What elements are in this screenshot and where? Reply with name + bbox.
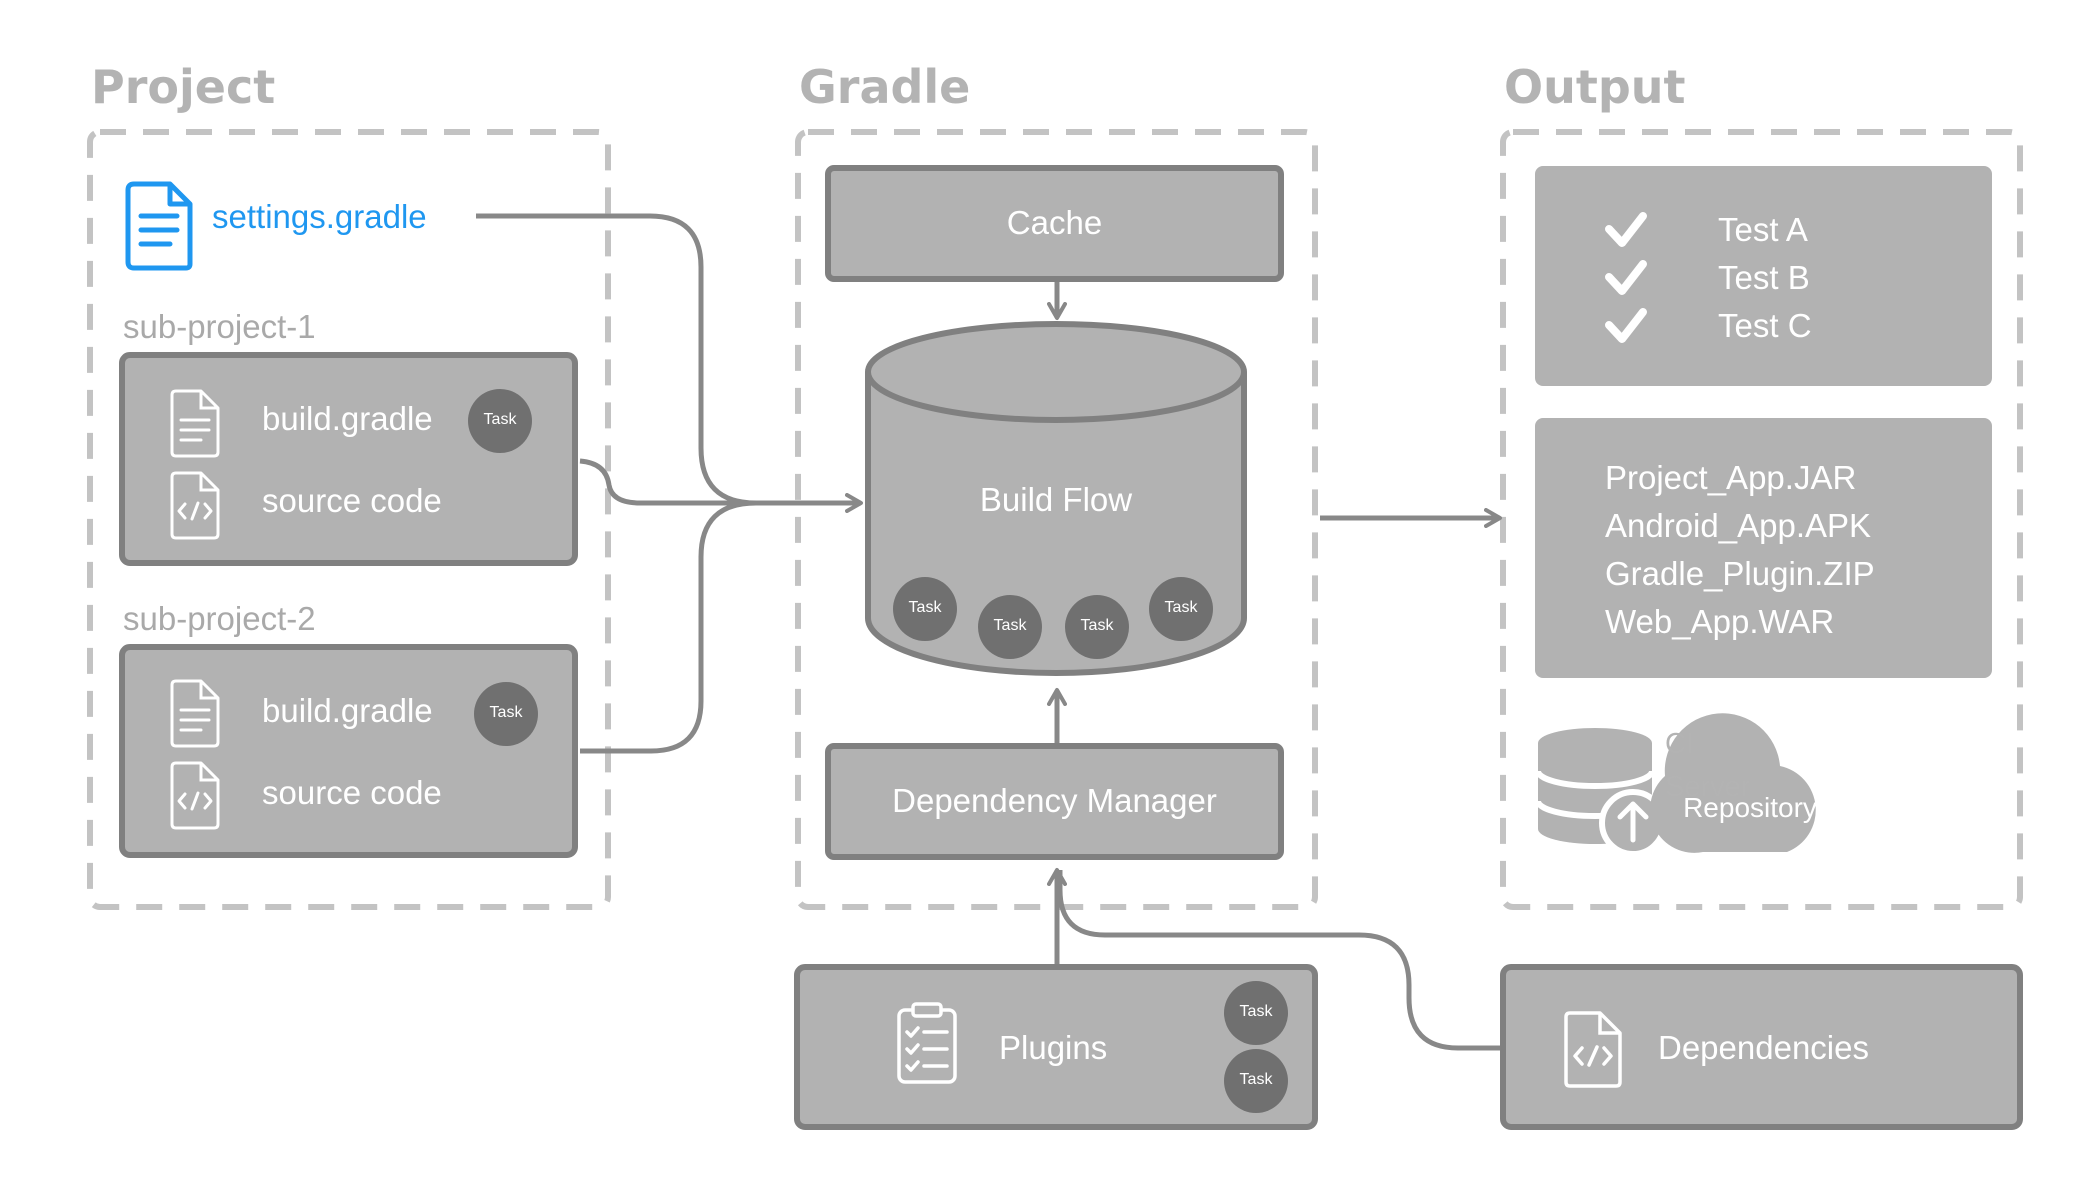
ci-line: CI bbox=[1665, 728, 1694, 760]
artifact-item: Project_App.JAR bbox=[1605, 459, 1857, 496]
task-badge bbox=[1224, 1049, 1288, 1113]
output-container bbox=[1500, 129, 2023, 910]
document-icon bbox=[125, 181, 193, 271]
code-file-icon bbox=[170, 761, 220, 830]
ci-line: Server bbox=[1665, 771, 1751, 803]
task-badge bbox=[1149, 577, 1213, 641]
task-label: Task bbox=[1080, 617, 1114, 634]
file-icon bbox=[170, 389, 220, 458]
check-icon bbox=[1605, 212, 1647, 247]
dependencies-box bbox=[1500, 964, 2023, 1130]
task-label: Task bbox=[1239, 1071, 1273, 1088]
gradle-container bbox=[795, 129, 1318, 910]
gradle-title: Gradle bbox=[799, 60, 971, 114]
task-badge bbox=[1065, 595, 1129, 659]
build-flow-label: Build Flow bbox=[979, 481, 1133, 518]
source-code-label: source code bbox=[262, 774, 442, 811]
artifact-item: Android_App.APK bbox=[1605, 507, 1872, 544]
tests-box bbox=[1535, 166, 1992, 386]
settings-connector bbox=[476, 213, 757, 506]
artifact-item: Gradle_Plugin.ZIP bbox=[1605, 555, 1875, 592]
build-gradle-label: build.gradle bbox=[262, 692, 433, 729]
dependency-manager-box bbox=[825, 743, 1284, 860]
cache-label: Cache bbox=[1006, 204, 1103, 241]
clipboard-checklist-icon bbox=[897, 1002, 957, 1084]
build-flow-database bbox=[865, 321, 1247, 676]
artifacts-box bbox=[1535, 418, 1992, 678]
subproject2-connector bbox=[580, 500, 757, 754]
output-title: Output bbox=[1504, 60, 1686, 114]
repository-label: Repository bbox=[1683, 792, 1817, 823]
task-badge bbox=[893, 577, 957, 641]
test-item: Test A bbox=[1718, 211, 1808, 248]
artifact-item: Web_App.WAR bbox=[1605, 603, 1835, 640]
source-code-label: source code bbox=[262, 482, 442, 519]
settings-gradle-label: settings.gradle bbox=[212, 198, 427, 235]
task-label: Task bbox=[1239, 1003, 1273, 1020]
artifact-list: Project_App.JAR Android_App.APK Gradle_P… bbox=[1605, 454, 1875, 646]
check-icon bbox=[1605, 308, 1647, 343]
sub-project-1-title: sub-project-1 bbox=[123, 308, 316, 345]
dependencies-label: Dependencies bbox=[1658, 1029, 1869, 1066]
dependencies-connector bbox=[1057, 870, 1501, 1051]
file-icon bbox=[170, 679, 220, 748]
sub-project-2-title: sub-project-2 bbox=[123, 600, 316, 637]
build-gradle-label: build.gradle bbox=[262, 400, 433, 437]
subproject1-connector bbox=[579, 458, 641, 506]
task-badge bbox=[474, 682, 538, 746]
project-container bbox=[87, 129, 611, 910]
cache-box bbox=[825, 165, 1284, 282]
ci-server-icon bbox=[1535, 728, 1667, 857]
task-badge bbox=[468, 389, 532, 453]
check-icon bbox=[1605, 260, 1647, 295]
task-label: Task bbox=[993, 617, 1027, 634]
task-badge bbox=[1224, 981, 1288, 1045]
test-list: Test A Test B Test C bbox=[1718, 206, 1812, 350]
sub-project-2-box bbox=[119, 644, 578, 858]
code-file-icon bbox=[170, 471, 220, 540]
cloud-icon bbox=[1650, 713, 1816, 853]
task-label: Task bbox=[908, 599, 942, 616]
sub-project-1-box bbox=[119, 352, 578, 566]
test-item: Test C bbox=[1718, 307, 1812, 344]
test-item: Test B bbox=[1718, 259, 1810, 296]
ci-server-label: CI Server bbox=[1665, 723, 1750, 809]
task-label: Task bbox=[483, 411, 517, 428]
dependency-manager-label: Dependency Manager bbox=[892, 782, 1217, 819]
task-label: Task bbox=[489, 704, 523, 721]
task-label: Task bbox=[1164, 599, 1198, 616]
task-badge bbox=[978, 595, 1042, 659]
plugins-label: Plugins bbox=[999, 1029, 1108, 1066]
code-file-icon bbox=[1564, 1011, 1622, 1088]
project-title: Project bbox=[91, 60, 276, 114]
